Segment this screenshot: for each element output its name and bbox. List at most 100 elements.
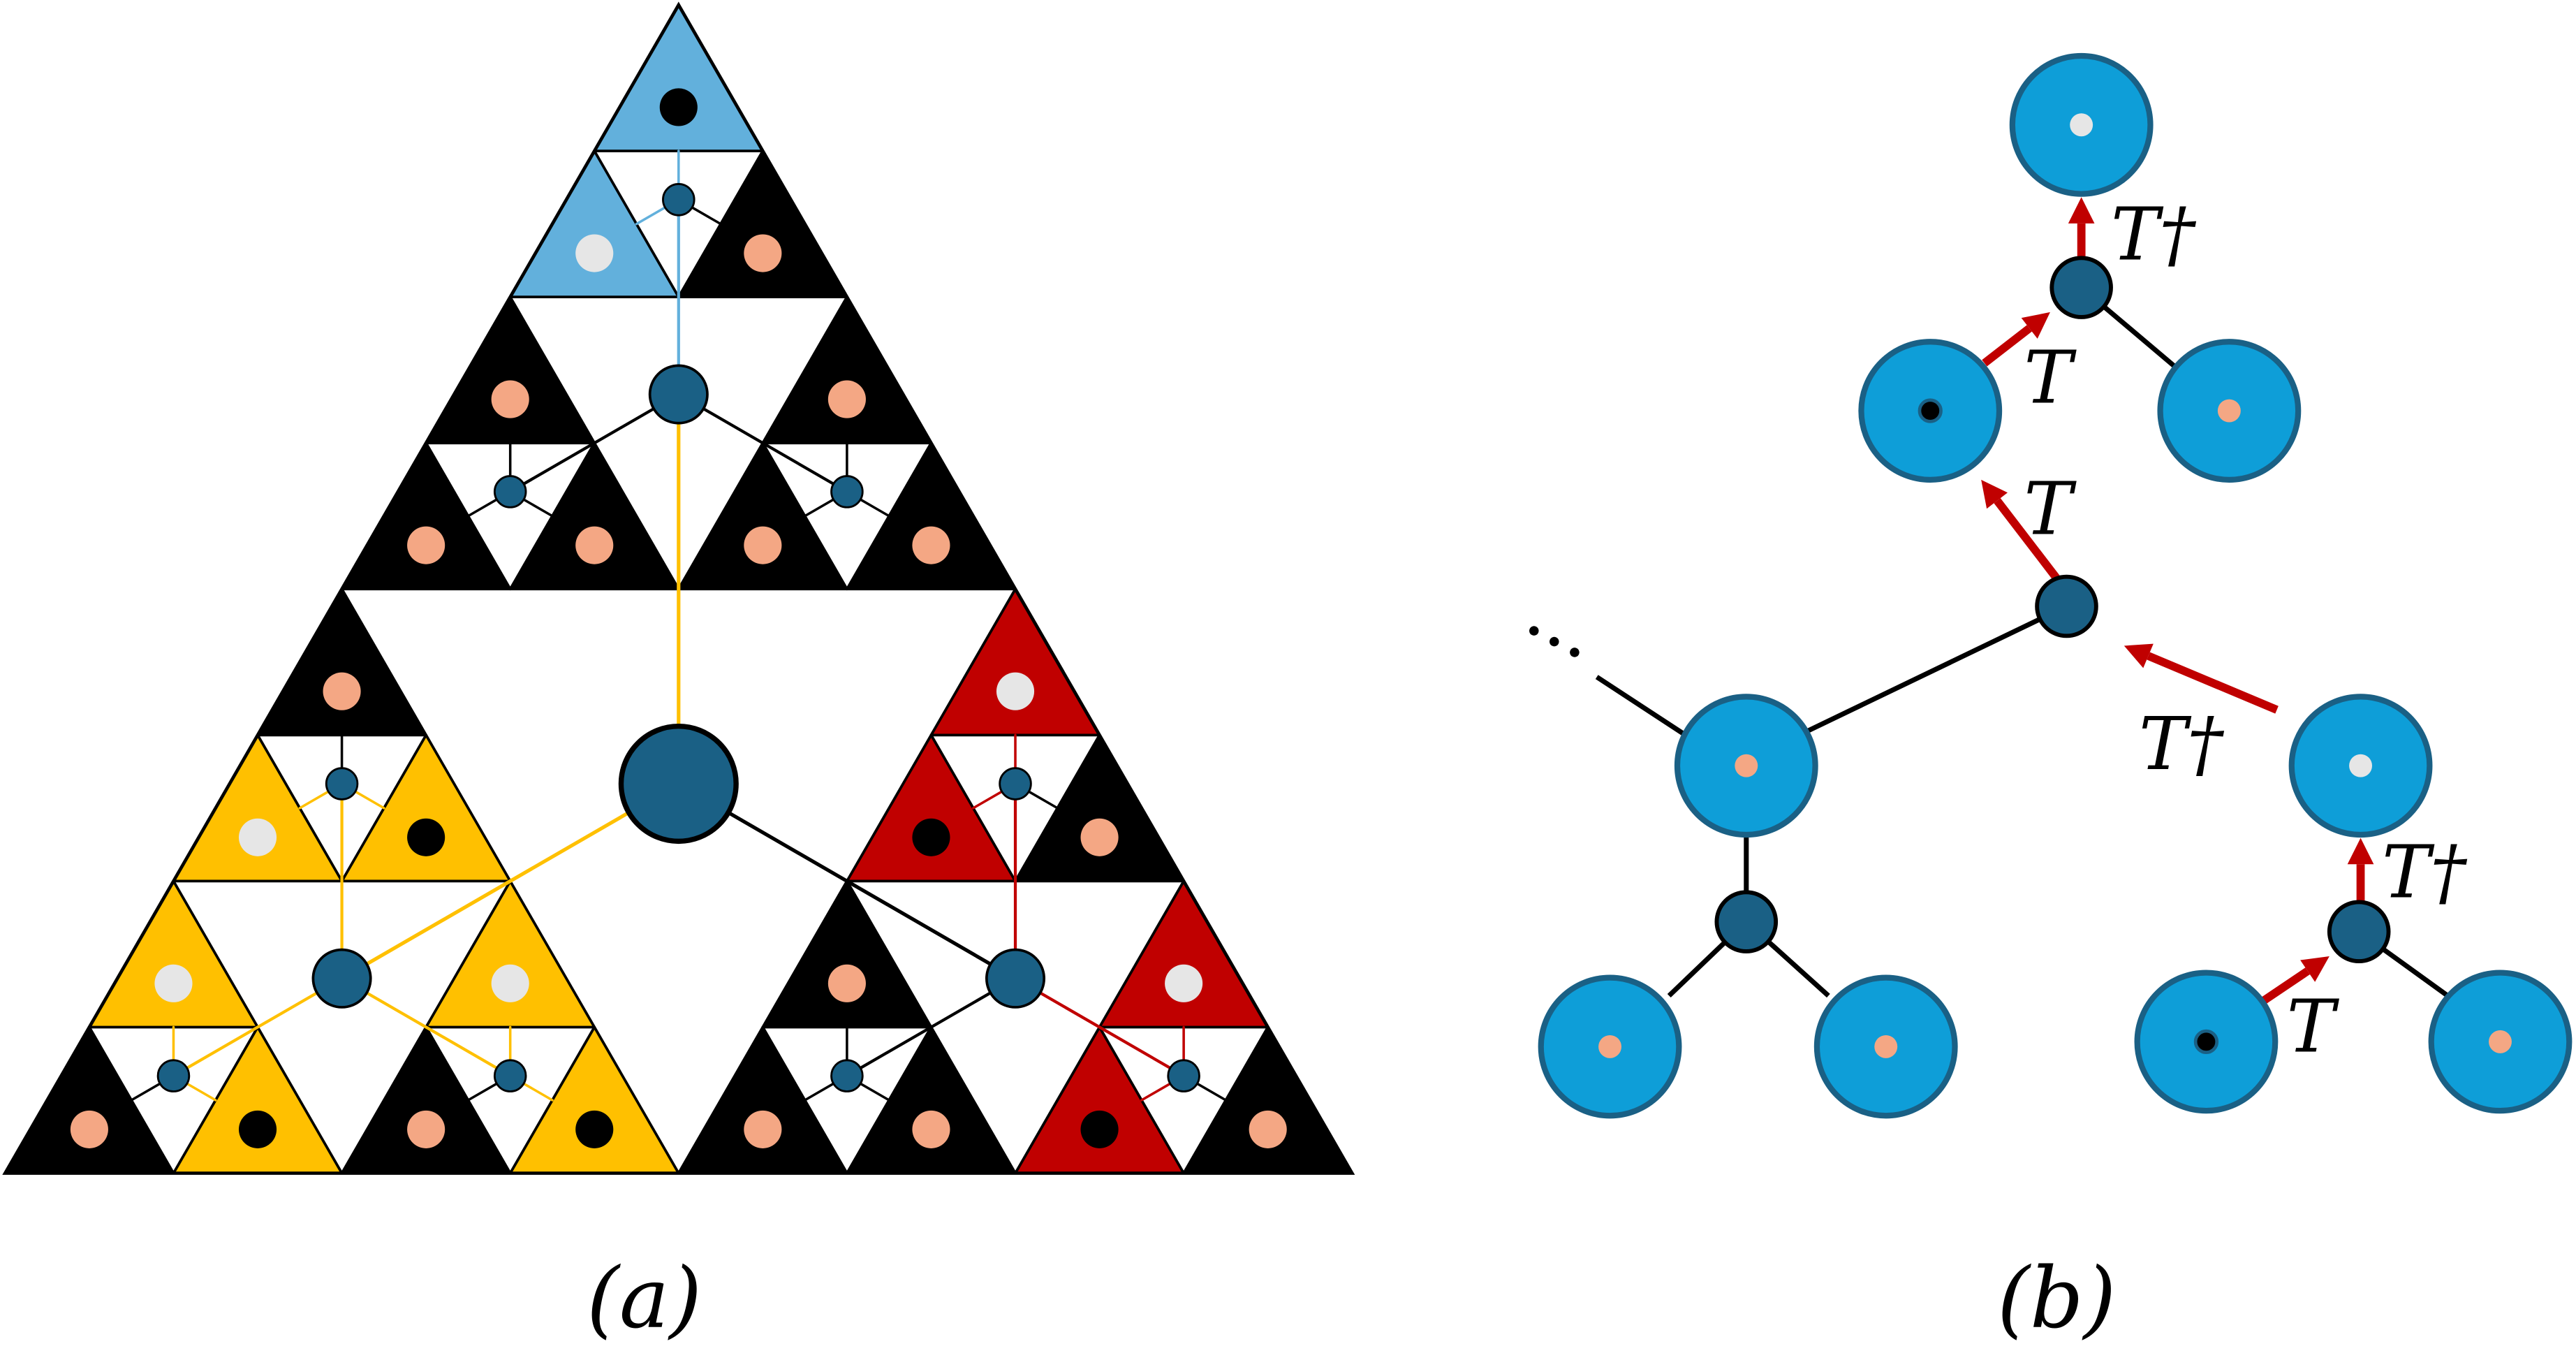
triangle-right-left-top xyxy=(761,879,933,1029)
triangle-top-right-left xyxy=(677,441,848,591)
arrow-t-up xyxy=(1994,498,2061,581)
small-node-top-top xyxy=(662,183,695,217)
edge-root-right xyxy=(677,782,1017,981)
triangle-top-top-left xyxy=(508,149,680,299)
dot-top-right-right xyxy=(912,526,950,564)
edges-layer xyxy=(130,149,1228,1102)
dot-top-left-left xyxy=(407,526,446,564)
site-bottom-rr-dot xyxy=(2489,1030,2512,1053)
dot-left-top-top xyxy=(323,672,361,710)
site-right-dot xyxy=(2349,754,2373,777)
site-upper-left-dot xyxy=(1918,398,1943,423)
b-edge-ellipsis xyxy=(1595,675,1694,742)
edge-right-left xyxy=(845,977,1017,1078)
triangle-top-top-right xyxy=(677,149,848,299)
triangle-left-top-left xyxy=(172,733,344,883)
dot-right-left-left xyxy=(744,1110,782,1148)
b-nodes xyxy=(1538,52,2573,1119)
edge-top-right xyxy=(677,393,849,494)
mid-node-top xyxy=(648,364,709,425)
label-t-upper: T xyxy=(2024,336,2077,420)
ellipsis: ··· xyxy=(1504,589,1604,695)
mid-node-left xyxy=(311,948,372,1009)
dot-right-top-left xyxy=(912,818,950,856)
arrow-tdag-br-head xyxy=(2347,838,2374,865)
triangle-right-right-right xyxy=(1182,1025,1354,1175)
triangle-left-top-top xyxy=(256,587,428,737)
dot-left-left-top xyxy=(154,964,193,1002)
label-tdag-top: T† xyxy=(2111,193,2197,277)
edge-top-left xyxy=(508,393,680,494)
dot-top-top-left xyxy=(575,234,614,272)
small-node-right-top xyxy=(999,767,1032,800)
small-node-left-top xyxy=(325,767,359,800)
dot-left-left-left xyxy=(70,1110,108,1148)
triangle-left-left-left xyxy=(3,1025,175,1175)
triangle-left-right-top xyxy=(425,879,596,1029)
triangle-right-right-top xyxy=(1098,879,1269,1029)
dot-right-right-left xyxy=(1080,1110,1119,1148)
site-middle-dot xyxy=(1735,754,1758,777)
caption-b: (b) xyxy=(1997,1250,2117,1347)
triangle-top-top-top xyxy=(593,3,765,152)
dot-right-right-right xyxy=(1249,1110,1287,1148)
arrow-t-jr xyxy=(2261,967,2310,1004)
dot-right-top-right xyxy=(1080,818,1119,856)
root-node xyxy=(618,724,739,844)
dot-right-top-top xyxy=(996,672,1035,710)
small-node-right-left xyxy=(830,1059,864,1092)
junction-center xyxy=(2035,574,2098,638)
triangle-left-top-right xyxy=(340,733,512,883)
dot-top-left-top xyxy=(491,380,529,418)
dot-right-left-right xyxy=(912,1110,950,1148)
nodes-layer xyxy=(70,88,1287,1148)
triangle-left-left-top xyxy=(88,879,259,1029)
arrow-t-up-head xyxy=(1981,479,2008,509)
edge-left-left xyxy=(172,977,344,1078)
triangle-top-right-right xyxy=(846,441,1017,591)
triangle-right-left-left xyxy=(677,1025,848,1175)
site-bottom-ll-dot xyxy=(1598,1034,1622,1058)
dot-top-top-right xyxy=(744,234,782,272)
small-node-top-right xyxy=(830,475,864,509)
dot-left-top-left xyxy=(238,818,277,856)
triangle-left-right-right xyxy=(508,1025,680,1175)
mid-node-right xyxy=(985,948,1046,1009)
label-tdag-center: T† xyxy=(2139,703,2225,787)
triangle-right-left-right xyxy=(846,1025,1017,1175)
site-bottom-lr-dot xyxy=(1874,1034,1898,1058)
edge-left-right xyxy=(340,977,512,1078)
dot-top-right-top xyxy=(827,380,866,418)
triangle-top-right-top xyxy=(761,295,933,445)
dot-top-top-top xyxy=(659,88,698,126)
triangle-top-left-left xyxy=(340,441,512,591)
dot-top-left-right xyxy=(575,526,614,564)
junction-top xyxy=(2049,256,2113,319)
dot-top-right-left xyxy=(744,526,782,564)
edge-root-left xyxy=(339,782,681,981)
dot-left-right-top xyxy=(491,964,529,1002)
dot-left-right-left xyxy=(407,1110,446,1148)
dot-left-left-right xyxy=(238,1110,277,1148)
arrow-t-jt-head xyxy=(2021,312,2050,339)
dot-right-left-top xyxy=(827,964,866,1002)
label-tdag-right: T† xyxy=(2382,831,2468,914)
triangles-layer xyxy=(2,1,1355,1175)
label-t-bottom: T xyxy=(2287,985,2340,1069)
arrow-tdag-j0-head xyxy=(2124,643,2154,668)
junction-left xyxy=(1714,890,1779,953)
arrow-t-jr-head xyxy=(2300,956,2330,982)
triangle-top-left-top xyxy=(425,295,596,445)
triangle-top-left-right xyxy=(508,441,680,591)
triangle-right-right-left xyxy=(1014,1025,1186,1175)
small-node-top-left xyxy=(493,475,527,509)
label-t-mid: T xyxy=(2024,467,2077,551)
triangle-left-left-right xyxy=(172,1025,344,1175)
caption-a: (a) xyxy=(587,1250,702,1347)
triangle-right-top-right xyxy=(1014,733,1186,883)
small-node-right-right xyxy=(1167,1059,1200,1092)
dot-left-top-right xyxy=(407,818,446,856)
triangle-right-top-left xyxy=(846,733,1017,883)
b-edge-j0-left xyxy=(1802,604,2068,736)
panel-a-sierpinski xyxy=(2,1,1355,1175)
